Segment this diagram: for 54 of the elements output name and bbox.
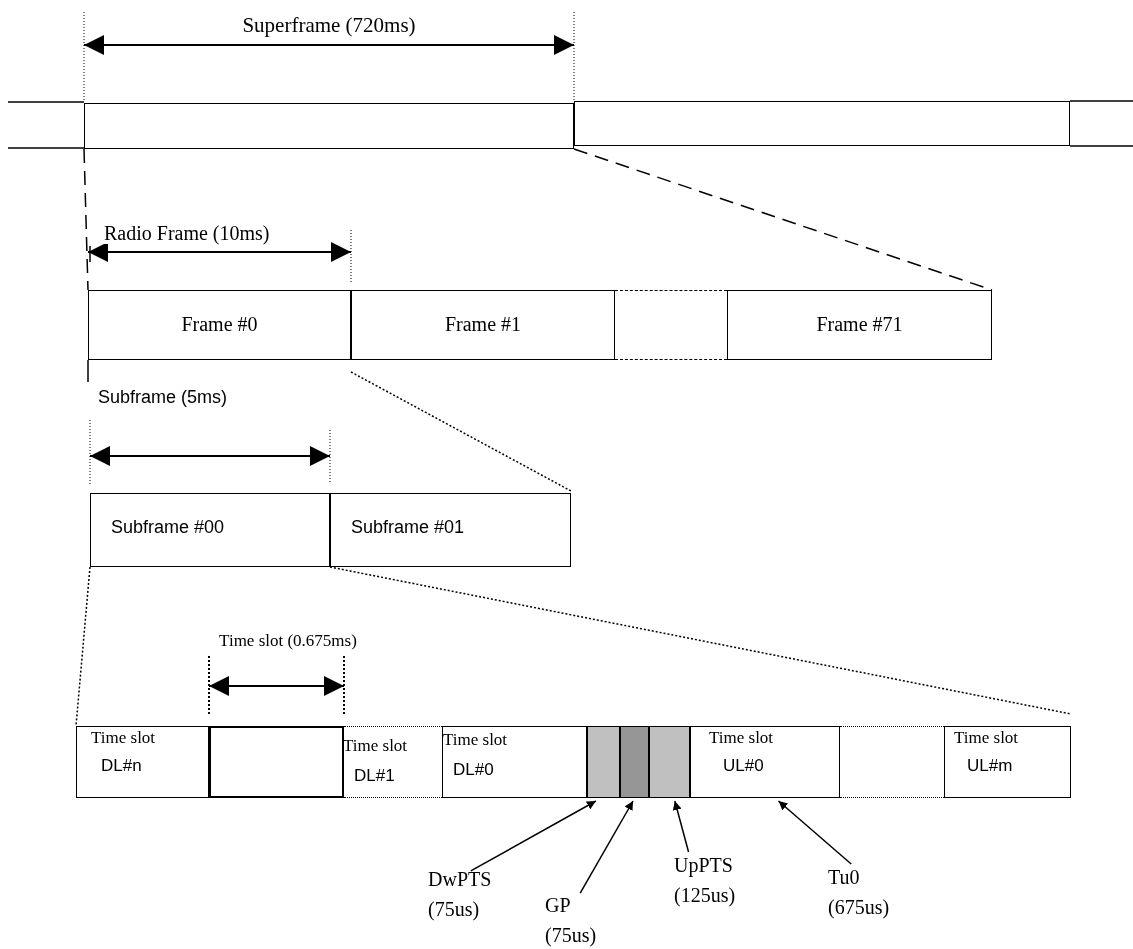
slot-title: Time slot bbox=[443, 731, 508, 750]
slot-title: Time slot bbox=[343, 737, 408, 756]
slot-id: UL#m bbox=[967, 757, 1013, 776]
time-slot-box bbox=[344, 726, 442, 798]
subframe-label: Subframe #01 bbox=[351, 518, 465, 538]
frame-label: Frame #1 bbox=[443, 313, 523, 335]
leader-arrow bbox=[579, 800, 634, 894]
slot-id: DL#1 bbox=[354, 767, 395, 786]
gp-box bbox=[620, 726, 649, 798]
time-slot-box bbox=[209, 726, 344, 798]
field-name: DwPTS bbox=[428, 868, 492, 890]
slot-id: DL#0 bbox=[453, 761, 494, 780]
field-name: GP bbox=[545, 894, 571, 916]
frame-box bbox=[727, 290, 992, 360]
time-slot-box bbox=[442, 726, 587, 798]
slot-title: Time slot bbox=[91, 729, 156, 748]
projection-line bbox=[83, 148, 89, 291]
uppts-box bbox=[649, 726, 690, 798]
slot-id: UL#0 bbox=[723, 757, 764, 776]
time-slot-box bbox=[944, 726, 1071, 798]
superframe-box bbox=[84, 103, 574, 149]
dwpts-box bbox=[587, 726, 620, 798]
time-slot-gap-box bbox=[840, 726, 944, 798]
frame-box bbox=[351, 290, 615, 360]
dimension-label: Time slot (0.675ms) bbox=[219, 632, 357, 651]
projection-line bbox=[329, 566, 1072, 715]
slot-title: Time slot bbox=[954, 729, 1019, 748]
frame-label: Frame #71 bbox=[815, 313, 904, 335]
field-name: UpPTS bbox=[674, 854, 733, 876]
duration-label: (75us) bbox=[428, 898, 480, 920]
leader-arrow bbox=[470, 800, 597, 872]
duration-label: (125us) bbox=[674, 884, 736, 906]
projection-line bbox=[573, 148, 993, 291]
frame-box bbox=[88, 290, 351, 360]
dimension-label: Radio Frame (10ms) bbox=[104, 222, 270, 244]
frame-label: Frame #0 bbox=[180, 313, 259, 335]
projection-line bbox=[75, 566, 91, 727]
time-slot-box bbox=[76, 726, 209, 798]
field-name: Tu0 bbox=[828, 866, 860, 888]
slot-title: Time slot bbox=[709, 729, 774, 748]
subframe-label: Subframe #00 bbox=[111, 518, 225, 538]
subframe-box bbox=[90, 493, 330, 567]
leader-arrow bbox=[777, 800, 852, 865]
frame-gap-box bbox=[615, 290, 727, 360]
superframe-box bbox=[574, 101, 1070, 146]
time-slot-box bbox=[690, 726, 840, 798]
duration-label: (675us) bbox=[828, 896, 890, 918]
duration-label: (75us) bbox=[545, 924, 597, 946]
dimension-label: Subframe (5ms) bbox=[98, 388, 228, 408]
dimension-label: Superframe (720ms) bbox=[242, 14, 416, 38]
leader-arrow bbox=[672, 800, 690, 853]
slot-id: DL#n bbox=[101, 757, 142, 776]
projection-line bbox=[350, 371, 572, 492]
subframe-box bbox=[330, 493, 571, 567]
